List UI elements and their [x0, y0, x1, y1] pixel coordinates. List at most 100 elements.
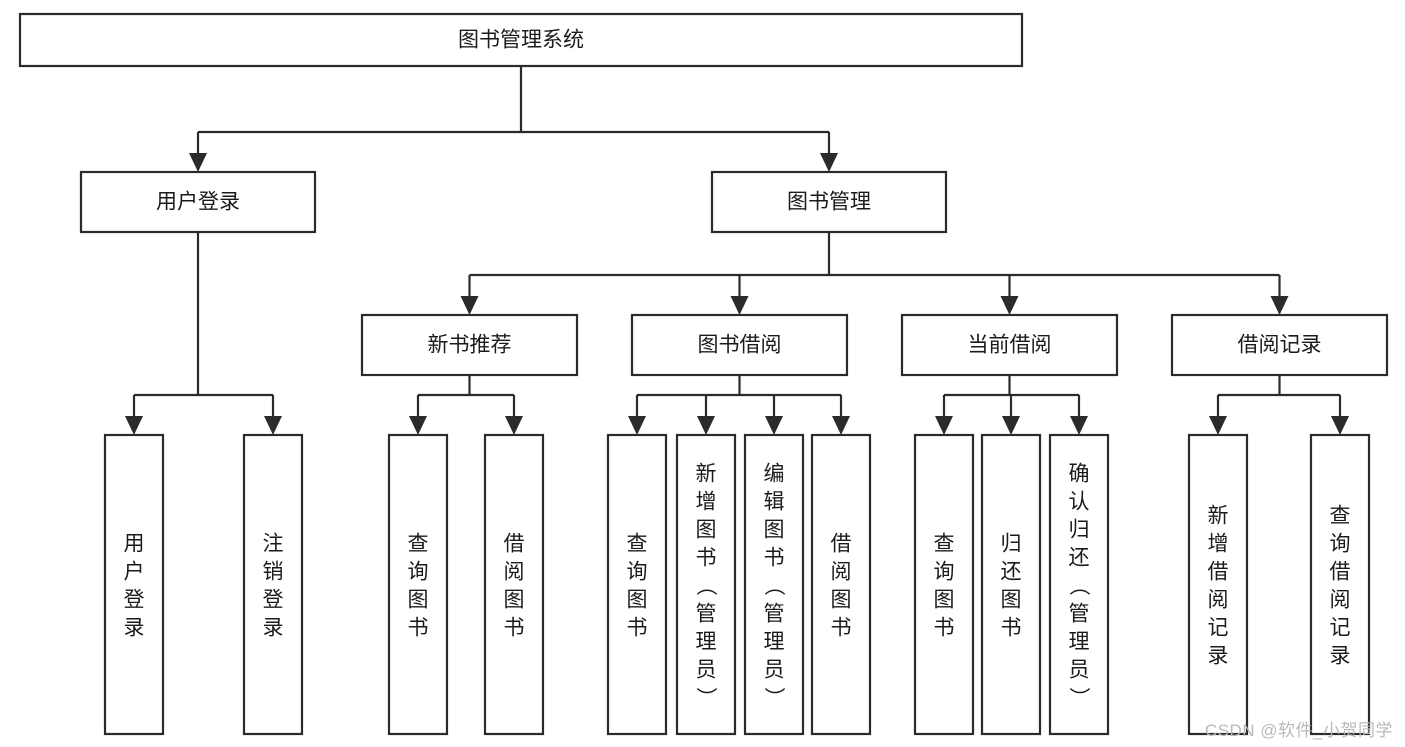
node-label-char: 书 — [696, 546, 717, 569]
node-label-char: 管 — [1069, 602, 1090, 625]
node-book-management[interactable]: 图书管理 — [710, 170, 948, 234]
node-label-char: 书 — [627, 616, 648, 639]
node-new-book-recommend[interactable]: 新书推荐 — [360, 313, 579, 377]
arrow-head-icon — [832, 416, 850, 435]
arrow-head-icon — [505, 416, 523, 435]
node-label-char: 图 — [831, 588, 852, 611]
node-label-char: 阅 — [1208, 588, 1229, 611]
node-label: 新书推荐 — [428, 334, 512, 357]
node-label-char: 记 — [1208, 616, 1229, 639]
arrow-head-icon — [820, 153, 838, 172]
node-box — [980, 433, 1042, 736]
node-label-char: 阅 — [504, 560, 525, 583]
node-root[interactable]: 图书管理系统 — [18, 12, 1024, 68]
node-leaf-return-book[interactable]: 归还图书归还图书 — [980, 433, 1042, 736]
node-label: 图书管理 — [787, 191, 871, 214]
node-box — [79, 170, 317, 234]
node-label-char: 管 — [696, 602, 717, 625]
node-box — [1048, 433, 1110, 736]
node-label: 用户登录 — [156, 191, 240, 214]
node-label-char: 图 — [764, 518, 785, 541]
node-label-char: 管 — [764, 602, 785, 625]
node-label: 图书借阅 — [698, 334, 782, 357]
node-label-char: 询 — [934, 560, 955, 583]
arrow-head-icon — [460, 296, 479, 315]
node-label-char: 记 — [1330, 616, 1351, 639]
node-label-char: 录 — [124, 616, 145, 639]
node-label-char: 阅 — [831, 560, 852, 583]
node-label-char: 图 — [1001, 588, 1022, 611]
node-box — [675, 433, 737, 736]
node-box — [387, 433, 449, 736]
arrow-head-icon — [1070, 416, 1088, 435]
connector-layer — [125, 66, 1349, 435]
node-box — [710, 170, 948, 234]
node-leaf-query-book-borrow[interactable]: 查询图书查询图书 — [606, 433, 668, 736]
arrow-head-icon — [628, 416, 646, 435]
node-label-char: 书 — [408, 616, 429, 639]
node-leaf-query-borrow-record[interactable]: 查询借阅记录查询借阅记录 — [1309, 433, 1371, 736]
node-label-char: 书 — [1001, 616, 1022, 639]
node-leaf-logout-login[interactable]: 注销登录注销登录 — [242, 433, 304, 736]
arrow-head-icon — [1002, 416, 1020, 435]
node-label-char: 编 — [764, 462, 785, 485]
arrow-head-icon — [1270, 296, 1289, 315]
node-label-char: 图 — [504, 588, 525, 611]
node-label-char: 归 — [1069, 518, 1090, 541]
node-label-char: 确 — [1069, 462, 1090, 485]
node-label-char: 询 — [1330, 532, 1351, 555]
node-label-char: 录 — [1208, 644, 1229, 667]
node-user-login[interactable]: 用户登录 — [79, 170, 317, 234]
node-label-char: 辑 — [764, 490, 785, 513]
node-borrow-records[interactable]: 借阅记录 — [1170, 313, 1389, 377]
node-label: 图书管理系统 — [458, 29, 584, 52]
node-leaf-add-borrow-record[interactable]: 新增借阅记录新增借阅记录 — [1187, 433, 1249, 736]
node-book-borrow[interactable]: 图书借阅 — [630, 313, 849, 377]
node-label-char: 归 — [1001, 532, 1022, 555]
node-label-char: 认 — [1069, 490, 1090, 513]
node-box — [18, 12, 1024, 68]
node-leaf-borrow-book[interactable]: 借阅图书借阅图书 — [810, 433, 872, 736]
node-label-char: 阅 — [1330, 588, 1351, 611]
node-label-char: ） — [762, 687, 785, 708]
node-box — [483, 433, 545, 736]
node-current-borrow[interactable]: 当前借阅 — [900, 313, 1119, 377]
node-label-char: 销 — [263, 560, 284, 583]
node-label-char: 借 — [1330, 560, 1351, 583]
arrow-head-icon — [1000, 296, 1019, 315]
node-label-char: 登 — [124, 588, 145, 611]
arrow-head-icon — [765, 416, 783, 435]
node-label-char: 新 — [1208, 504, 1229, 527]
node-box — [242, 433, 304, 736]
node-label-char: 书 — [504, 616, 525, 639]
node-label-char: 询 — [627, 560, 648, 583]
node-leaf-query-book-current[interactable]: 查询图书查询图书 — [913, 433, 975, 736]
node-label-char: 询 — [408, 560, 429, 583]
node-label-char: 查 — [934, 532, 955, 555]
node-label-char: 户 — [124, 560, 145, 583]
node-label-char: 员 — [696, 658, 717, 681]
arrow-head-icon — [125, 416, 143, 435]
node-leaf-borrow-book-recommend[interactable]: 借阅图书借阅图书 — [483, 433, 545, 736]
node-label-char: 登 — [263, 588, 284, 611]
node-label-char: 增 — [696, 490, 717, 513]
node-label-char: 借 — [831, 532, 852, 555]
node-box — [913, 433, 975, 736]
node-label-char: 员 — [1069, 658, 1090, 681]
node-leaf-query-book-recommend[interactable]: 查询图书查询图书 — [387, 433, 449, 736]
node-label-char: 书 — [764, 546, 785, 569]
node-label-char: 注 — [263, 532, 284, 555]
node-label-char: 借 — [504, 532, 525, 555]
node-box — [1170, 313, 1389, 377]
node-label-char: 书 — [934, 616, 955, 639]
node-label-char: 图 — [408, 588, 429, 611]
node-leaf-user-login[interactable]: 用户登录用户登录 — [103, 433, 165, 736]
node-label-char: （ — [762, 575, 785, 596]
node-label-char: 书 — [831, 616, 852, 639]
node-label-char: ） — [1067, 687, 1090, 708]
